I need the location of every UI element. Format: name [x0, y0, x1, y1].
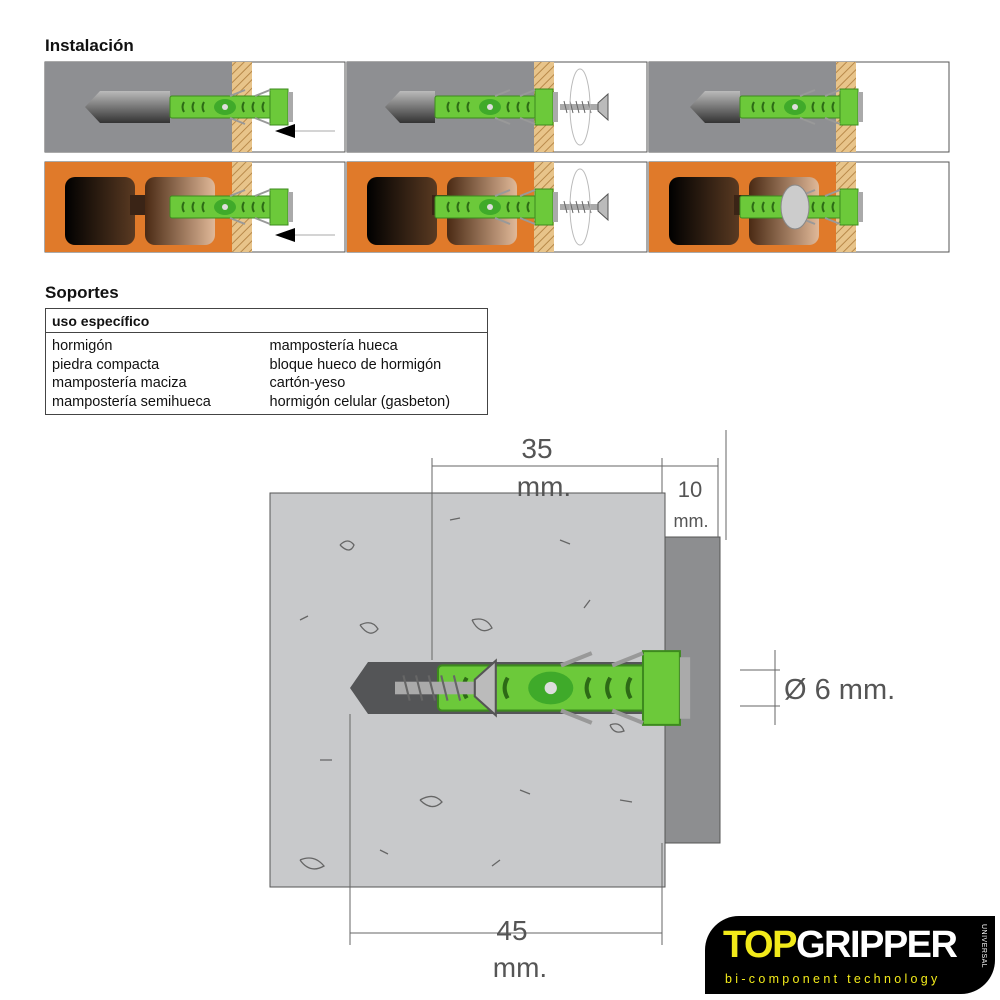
list-item: hormigón celular (gasbeton) [269, 393, 451, 410]
list-item: piedra compacta [52, 356, 160, 373]
installation-heading: Instalación [45, 36, 134, 55]
drill-depth-value: 45 [496, 915, 527, 946]
logo-side-text: UNIVERSAL [980, 924, 987, 969]
rotate-icon [569, 68, 591, 146]
drill-depth-unit: mm. [493, 952, 547, 983]
supports-heading: Soportes [45, 283, 119, 302]
dimension-lines [349, 430, 780, 945]
list-item: mampostería maciza [52, 375, 187, 391]
supports-column-1: hormigón piedra compacta mampostería mac… [52, 337, 270, 411]
list-item: mampostería semihueca [52, 393, 211, 410]
logo-brand-rest: GRIPPER [795, 924, 958, 966]
list-item: bloque hueco de hormigón [269, 356, 442, 373]
list-item: cartón-yeso [269, 375, 346, 391]
step-2-concrete [346, 61, 648, 153]
embed-depth-value: 35 [521, 433, 552, 464]
table-header: uso específico [46, 309, 487, 333]
step-3-concrete [648, 61, 950, 153]
supports-table: uso específico hormigón piedra compacta … [45, 308, 488, 415]
arrow-left-icon [275, 228, 295, 242]
fixture-thickness-value: 10 [678, 477, 702, 502]
logo-tagline: bi-component technology [725, 972, 941, 986]
list-item: hormigón [52, 338, 113, 354]
supports-column-2: mampostería hueca bloque hueco de hormig… [270, 337, 488, 411]
step-1-brick [44, 161, 346, 253]
fixture-thickness-unit: mm. [674, 511, 709, 531]
list-item: mampostería hueca [269, 338, 398, 354]
step-3-brick [648, 161, 950, 253]
topgripper-logo: TOPGRIPPER UNIVERSAL bi-component techno… [705, 916, 995, 994]
dowel-cross-section [269, 492, 721, 888]
embed-depth-unit: mm. [517, 471, 571, 502]
arrow-left-icon [275, 124, 295, 138]
step-1-concrete [44, 61, 346, 153]
step-2-brick [346, 161, 648, 253]
logo-brand-top: TOP [723, 924, 797, 966]
rotate-icon [569, 168, 591, 246]
diameter-label: Ø 6 mm. [784, 674, 895, 706]
